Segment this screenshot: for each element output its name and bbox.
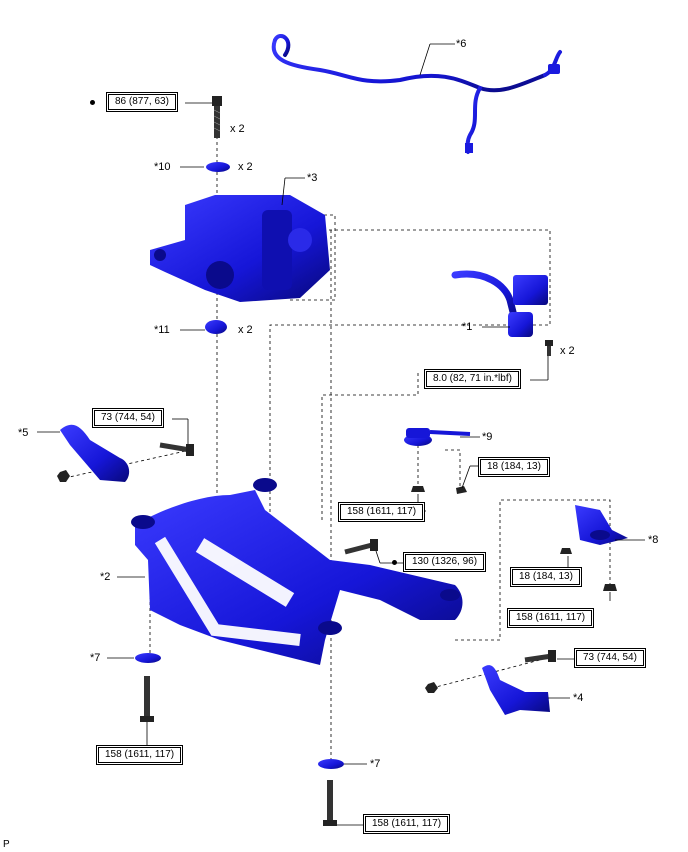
hybrid-transaxle xyxy=(150,195,330,302)
torque-158-lower-left: 158 (1611, 117) xyxy=(96,745,184,765)
upper-insulator-washer xyxy=(206,162,230,172)
torque-158-center: 158 (1611, 117) xyxy=(338,502,426,522)
torque-73-left: 73 (744, 54) xyxy=(92,408,164,428)
bolt-upper xyxy=(212,96,222,138)
torque-86: 86 (877, 63) xyxy=(106,92,178,112)
bracket-8 xyxy=(575,505,628,545)
bolt-130 xyxy=(344,539,378,555)
torque-158-right: 158 (1611, 117) xyxy=(507,608,595,628)
qty-washer-10: x 2 xyxy=(238,161,253,173)
lower-insulator-washer xyxy=(205,320,227,334)
stopper-arm-left xyxy=(57,424,194,482)
bolt-lower-right xyxy=(323,780,337,826)
footer-mark: P xyxy=(3,839,10,850)
callout-1: *1 xyxy=(462,321,473,333)
cable-connector xyxy=(451,270,548,337)
callout-7-left: *7 xyxy=(90,652,101,664)
torque-18-upper: 18 (184, 13) xyxy=(478,457,550,477)
callout-3: *3 xyxy=(307,172,318,184)
lower-washer-right xyxy=(318,759,344,769)
alignment-lines xyxy=(64,100,611,770)
wire-harness xyxy=(271,34,562,154)
nut-9 xyxy=(411,486,425,492)
leader-lines xyxy=(37,43,645,826)
qty-bolt-upper: x 2 xyxy=(230,123,245,135)
nut-8-lower xyxy=(603,584,617,591)
callout-11: *11 xyxy=(154,324,170,336)
qty-washer-11: x 2 xyxy=(238,324,253,336)
stopper-arm-right xyxy=(425,650,556,715)
torque-158-lower-right: 158 (1611, 117) xyxy=(363,814,451,834)
bracket-9 xyxy=(404,428,471,446)
bullet-130 xyxy=(392,560,397,565)
torque-8: 8.0 (82, 71 in.*lbf) xyxy=(424,369,521,389)
callout-10: *10 xyxy=(154,161,171,173)
callout-7-right: *7 xyxy=(370,758,381,770)
bullet-86 xyxy=(90,100,95,105)
callout-8: *8 xyxy=(648,534,659,546)
callout-5: *5 xyxy=(18,427,29,439)
bolt-lower-left xyxy=(140,676,154,722)
lower-washer-left xyxy=(135,653,161,663)
callout-4: *4 xyxy=(573,692,584,704)
torque-18-lower: 18 (184, 13) xyxy=(510,567,582,587)
nut-18 xyxy=(456,486,467,494)
callout-9: *9 xyxy=(482,431,493,443)
qty-bolt-connector: x 2 xyxy=(560,345,575,357)
callout-6: *6 xyxy=(456,38,467,50)
bolt-connector xyxy=(545,340,553,356)
rear-subframe xyxy=(131,478,463,665)
nut-8 xyxy=(560,548,572,554)
callout-2: *2 xyxy=(100,571,111,583)
torque-130: 130 (1326, 96) xyxy=(403,552,487,572)
torque-73-right: 73 (744, 54) xyxy=(574,648,646,668)
